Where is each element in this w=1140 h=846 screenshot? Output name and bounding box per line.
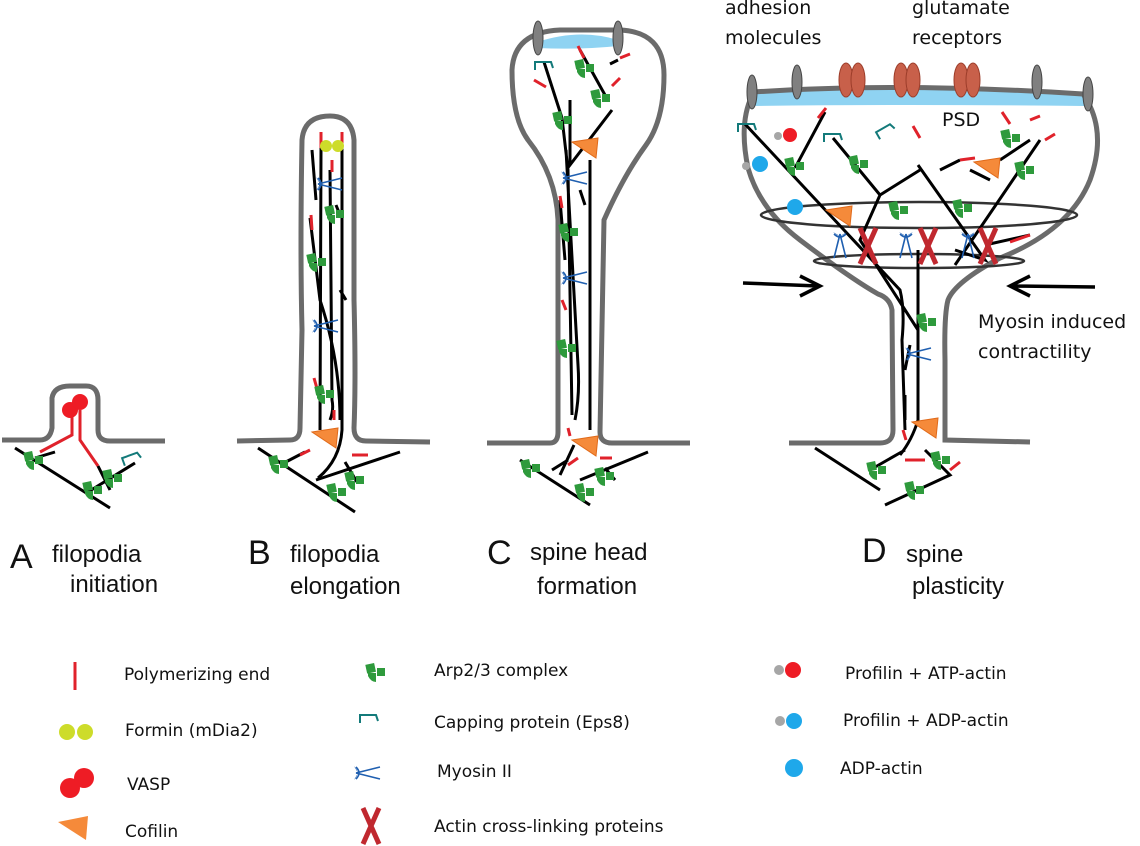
arp23-icon (344, 470, 364, 490)
polymerizing-end-icon (309, 132, 344, 420)
arp23-icon (365, 662, 385, 682)
glutamate-label-line1: glutamate (912, 0, 1010, 19)
adhesion-molecule-icon (612, 20, 624, 56)
glutamate-label-line2: receptors (912, 27, 1003, 49)
panel-d-diagram (737, 62, 1101, 507)
arp23-icon (848, 154, 868, 174)
contraction-arrow-left (742, 274, 824, 298)
legend-icons (58, 662, 803, 844)
panel-a-letter: A (10, 538, 33, 576)
panel-c-diagram (487, 20, 690, 507)
crosslinker-icon (363, 808, 379, 844)
panel-c-psd (537, 34, 618, 49)
cofilin-icon (58, 816, 88, 840)
crosslinker-icon (980, 228, 996, 264)
adp-actin-icon (787, 199, 803, 215)
panel-d-actin (743, 111, 1042, 507)
legend-label-adp-actin: ADP-actin (840, 759, 923, 779)
arp23-icon (930, 450, 950, 470)
legend-label-polymerizing-end: Polymerizing end (124, 665, 271, 685)
panel-c-actin (519, 49, 649, 507)
legend-label-formin: Formin (mDia2) (125, 721, 258, 741)
myosin-contractility-line2: contractility (978, 341, 1092, 363)
panel-b-title-line2: elongation (290, 573, 401, 600)
profilin-adp-actin-icon (752, 156, 768, 172)
arp23-icon (1000, 128, 1020, 148)
crosslinker-icon (920, 228, 936, 264)
legend-label-vasp: VASP (127, 775, 171, 795)
legend-label-crosslinker: Actin cross-linking proteins (434, 817, 664, 837)
formin-icon (59, 724, 75, 740)
legend-label-capping: Capping protein (Eps8) (434, 713, 630, 733)
panel-a-membrane (2, 383, 165, 444)
panel-b-actin (308, 147, 348, 480)
legend-label-arp23: Arp2/3 complex (434, 661, 569, 681)
capping-protein-icon (359, 714, 379, 724)
panel-a-diagram (2, 383, 165, 510)
panel-a-title-line1: filopodia (52, 541, 142, 568)
myosin-contractility-line1: Myosin induced (978, 311, 1127, 333)
legend-label-profilin-atp: Profilin + ATP-actin (845, 664, 1007, 684)
cofilin-icon (571, 435, 599, 457)
arp23-icon (590, 88, 610, 108)
psd-label: PSD (942, 109, 981, 131)
adhesion-molecule-icon (532, 20, 544, 56)
panel-d-title-line1: spine (906, 541, 964, 568)
panel-d-title-line2: plasticity (912, 573, 1005, 600)
profilin-atp-actin-icon (783, 128, 797, 142)
legend-label-cofilin: Cofilin (125, 822, 179, 842)
adhesion-molecule-icon (791, 64, 803, 100)
panel-b-title-line1: filopodia (290, 541, 380, 568)
adhesion-molecule-icon (746, 74, 758, 110)
panel-b-membrane (236, 113, 431, 445)
formin-icon (320, 140, 332, 152)
panel-a-vasp-filaments (39, 410, 100, 467)
profilin-atp-actin-icon (785, 662, 801, 678)
panel-c-title-line1: spine head (530, 539, 648, 566)
adhesion-label-line2: molecules (725, 27, 822, 49)
arp23-icon (520, 458, 540, 478)
arp23-icon (268, 454, 288, 474)
profilin-adp-actin-icon (786, 713, 802, 729)
panel-a-title-line2: initiation (70, 571, 159, 598)
vasp-icon (60, 778, 80, 798)
legend-label-profilin-adp: Profilin + ADP-actin (843, 711, 1009, 731)
arp23-icon (326, 482, 346, 502)
panel-d-membrane (741, 84, 1101, 446)
panel-c-letter: C (487, 534, 512, 572)
panel-d-letter: D (862, 532, 887, 570)
arp23-icon (888, 200, 908, 220)
capping-protein-icon (875, 122, 897, 141)
adhesion-molecule-icon (1031, 64, 1043, 100)
adhesion-molecule-icon (1082, 76, 1094, 112)
cofilin-icon (311, 427, 339, 449)
polymerizing-end-icon (533, 45, 631, 467)
panel-b-diagram (236, 113, 431, 514)
adp-actin-icon (785, 759, 803, 777)
polymerizing-end-icon (816, 107, 1056, 472)
arp23-icon (574, 58, 594, 78)
legend-label-myosin: Myosin II (437, 762, 512, 782)
adhesion-label-line1: adhesion (725, 0, 812, 19)
myosin-icon (560, 170, 588, 186)
myosin-icon (353, 765, 381, 781)
arp23-icon (574, 482, 594, 502)
contraction-arrow-right (1006, 274, 1096, 298)
panel-c-membrane (487, 27, 690, 446)
panel-b-letter: B (248, 534, 271, 572)
panel-c-title-line2: formation (537, 573, 638, 600)
panel-a-actin (14, 446, 136, 510)
myosin-icon (832, 231, 848, 259)
panel-d-ring-upper (759, 200, 1079, 230)
